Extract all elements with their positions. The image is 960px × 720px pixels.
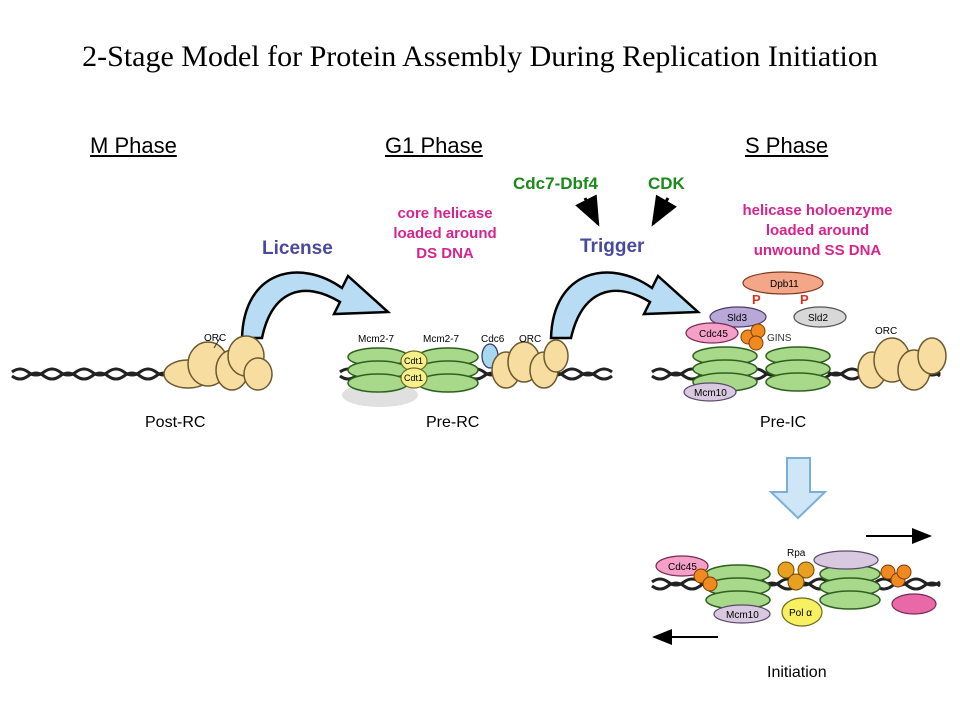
holoenzyme-line-1: helicase holoenzyme [742,202,893,219]
p-left-text: P [752,292,761,307]
pre-ic-label: Pre-IC [760,414,807,431]
cdt1-top-text: Cdt1 [404,356,423,366]
trigger-label: Trigger [580,236,645,257]
license-curved-arrow [240,271,392,340]
pre-ic-cdc45-text: Cdc45 [699,329,728,340]
core-helicase-line-2: loaded around [393,225,497,242]
cdc7-dbf4-label: Cdc7-Dbf4 [513,174,599,193]
core-helicase-line-1: core helicase [397,205,493,222]
holoenzyme-line-3: unwound SS DNA [753,242,882,259]
initiation-complex: Cdc45 Mcm10 Rpa Pol α [651,528,941,645]
pre-rc-complex: Cdt1 Cdt1 Mcm2-7 Mcm2-7 Cdc6 ORC [339,334,613,407]
initiation-label: Initiation [767,664,827,681]
pre-rc-orc-text: ORC [519,334,541,345]
mcm-left-text: Mcm2-7 [358,334,395,345]
core-helicase-note: core helicase loaded around DS DNA [370,204,520,264]
dpb11-text: Dpb11 [770,279,799,290]
post-rc-label: Post-RC [145,414,206,431]
post-rc-orc-text: ORC [204,333,226,344]
sld3-text: Sld3 [727,313,747,324]
pre-ic-orc-text: ORC [875,326,897,337]
sld2-text: Sld2 [808,313,828,324]
diagram-title: 2-Stage Model for Protein Assembly Durin… [82,40,878,73]
cdk-arrow [651,194,677,227]
pre-ic-mcm10-text: Mcm10 [694,388,727,399]
trigger-curved-arrow [549,271,702,340]
rpa-text: Rpa [787,548,806,559]
cdt1-bottom-text: Cdt1 [404,373,423,383]
holoenzyme-note: helicase holoenzyme loaded around unwoun… [715,201,920,261]
core-helicase-line-3: DS DNA [416,245,474,262]
pol-alpha-text: Pol α [789,608,812,619]
s-phase-label: S Phase [745,133,829,158]
mcm-right-text: Mcm2-7 [423,334,460,345]
init-mcm10-text: Mcm10 [726,610,759,621]
m-phase-label: M Phase [90,133,177,158]
pre-ic-complex: Dpb11 P P Sld3 Sld2 Cdc45 GINS Mcm10 ORC [651,271,947,402]
pre-rc-label: Pre-RC [426,414,480,431]
init-cdc45-text: Cdc45 [668,562,697,573]
holoenzyme-line-2: loaded around [765,222,870,239]
cdk-label: CDK [648,174,685,193]
g1-phase-label: G1 Phase [385,133,483,158]
post-rc-complex: ORC [11,333,273,391]
license-label: License [262,238,333,259]
p-right-text: P [800,292,809,307]
cdc7-arrow [575,194,600,227]
gins-text: GINS [767,333,792,344]
cdc6-text: Cdc6 [481,334,505,345]
down-arrow [768,457,828,520]
